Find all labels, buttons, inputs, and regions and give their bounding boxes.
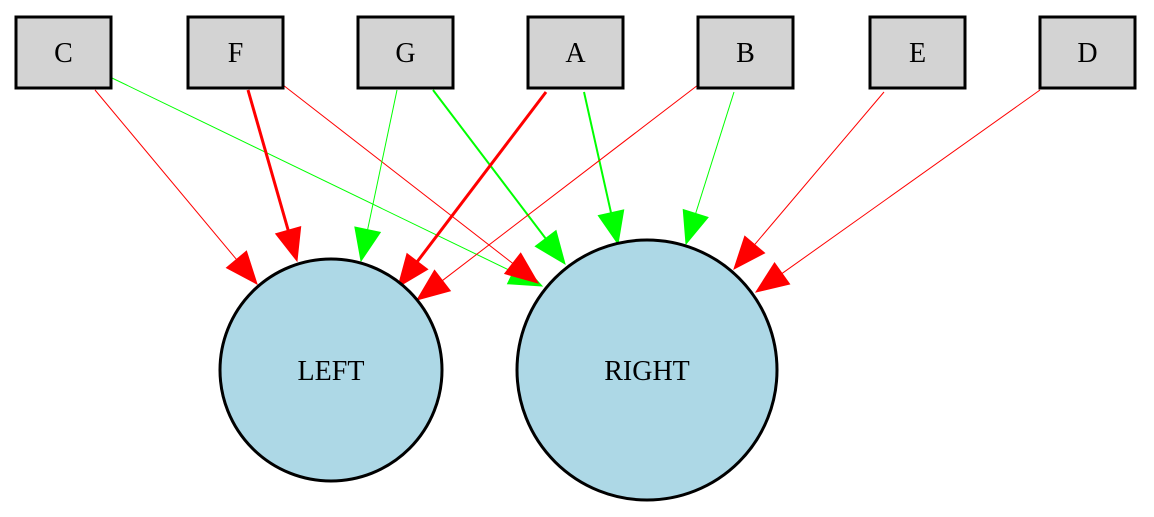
input-node-label: E	[909, 38, 926, 69]
edge-arrowhead	[354, 226, 382, 263]
edge-line	[282, 84, 514, 264]
edge-arrowhead	[274, 225, 302, 263]
edge-line	[754, 91, 885, 245]
input-node-d: D	[1038, 15, 1137, 90]
output-node-label: RIGHT	[604, 356, 690, 387]
edge-arrowhead	[225, 250, 258, 286]
edge-line	[583, 91, 612, 213]
edge-arrowhead	[754, 261, 791, 293]
input-node-b: B	[696, 15, 795, 90]
edge-line	[94, 89, 237, 260]
edge-line	[695, 91, 735, 214]
edge-g-to-right	[432, 89, 566, 266]
edges-layer	[94, 77, 1041, 301]
output-node-left: LEFT	[218, 257, 444, 483]
edge-c-to-left	[94, 89, 258, 286]
edge-line	[367, 89, 398, 230]
edge-line	[442, 84, 699, 281]
edge-f-to-right	[282, 84, 540, 284]
edge-line	[111, 77, 514, 273]
edge-b-to-left	[415, 84, 699, 301]
edge-arrowhead	[503, 252, 540, 284]
edge-arrowhead	[682, 208, 709, 246]
input-node-label: A	[565, 38, 586, 69]
edge-b-to-right	[682, 91, 735, 246]
edge-arrowhead	[733, 235, 766, 271]
input-node-g: G	[356, 15, 455, 90]
edge-f-to-left	[246, 89, 302, 263]
edge-line	[246, 89, 290, 231]
edge-a-to-right	[583, 91, 625, 246]
input-node-label: G	[395, 38, 415, 69]
input-node-label: C	[54, 38, 73, 69]
edge-line	[781, 89, 1041, 274]
nodes-layer: C F G A B E D LEFT	[14, 15, 1137, 502]
output-node-right: RIGHT	[515, 238, 779, 502]
input-node-e: E	[868, 15, 967, 90]
input-node-a: A	[526, 15, 625, 90]
edge-arrowhead	[534, 229, 566, 266]
input-node-f: F	[186, 15, 285, 90]
input-node-label: D	[1077, 38, 1097, 69]
edge-arrowhead	[415, 269, 452, 301]
edge-e-to-right	[733, 91, 885, 271]
edge-a-to-left	[397, 91, 548, 289]
edge-arrowhead	[597, 209, 625, 246]
input-node-label: F	[228, 38, 244, 69]
output-node-label: LEFT	[298, 356, 365, 387]
edge-g-to-left	[354, 89, 398, 263]
edge-d-to-right	[754, 89, 1041, 293]
edge-arrowhead	[397, 252, 429, 289]
input-node-c: C	[14, 15, 113, 90]
edge-line	[416, 91, 548, 263]
input-node-label: B	[736, 38, 755, 69]
